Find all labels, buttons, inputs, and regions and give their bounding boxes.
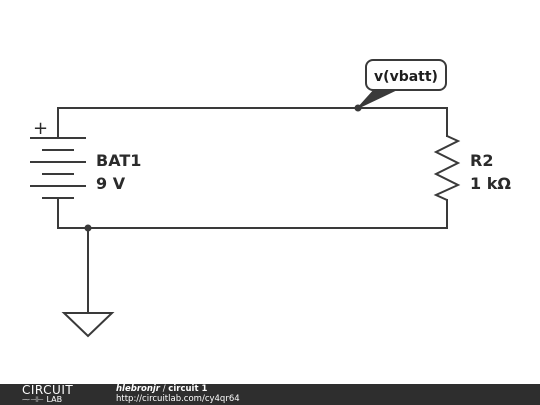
footer-bar: CIRCUIT ⁓⊣⊢ LAB hlebronjr / circuit 1 ht… bbox=[0, 384, 540, 405]
logo-lab-text: LAB bbox=[46, 395, 63, 404]
footer-credit: hlebronjr / circuit 1 http://circuitlab.… bbox=[116, 384, 240, 404]
battery-polarity: + bbox=[33, 118, 48, 139]
logo-resistor-icon: ⁓⊣⊢ bbox=[22, 395, 44, 404]
schematic-canvas: + v(vbatt) BAT1 9 V R2 1 kΩ bbox=[30, 59, 511, 338]
battery-name: BAT1 bbox=[96, 151, 141, 170]
resistor-name: R2 bbox=[470, 151, 493, 170]
battery-symbol[interactable] bbox=[30, 137, 86, 199]
credit-separator: / bbox=[160, 384, 169, 394]
circuitlab-logo[interactable]: CIRCUIT ⁓⊣⊢ LAB bbox=[22, 384, 114, 405]
battery-value: 9 V bbox=[96, 174, 126, 193]
author-link[interactable]: hlebronjr bbox=[116, 384, 161, 394]
logo-top-text: CIRCUIT bbox=[22, 383, 74, 397]
resistor-symbol[interactable] bbox=[433, 135, 461, 201]
logo-bottom-text: ⁓⊣⊢ LAB bbox=[22, 395, 62, 405]
voltage-probe[interactable] bbox=[357, 59, 447, 109]
ground-icon[interactable] bbox=[61, 312, 115, 338]
junction-node-ground[interactable] bbox=[84, 224, 92, 232]
probe-label: v(vbatt) bbox=[374, 69, 438, 85]
circuit-title-link[interactable]: circuit 1 bbox=[168, 384, 208, 394]
resistor-value: 1 kΩ bbox=[470, 174, 511, 193]
circuit-url-link[interactable]: http://circuitlab.com/cy4qr64 bbox=[116, 394, 240, 404]
